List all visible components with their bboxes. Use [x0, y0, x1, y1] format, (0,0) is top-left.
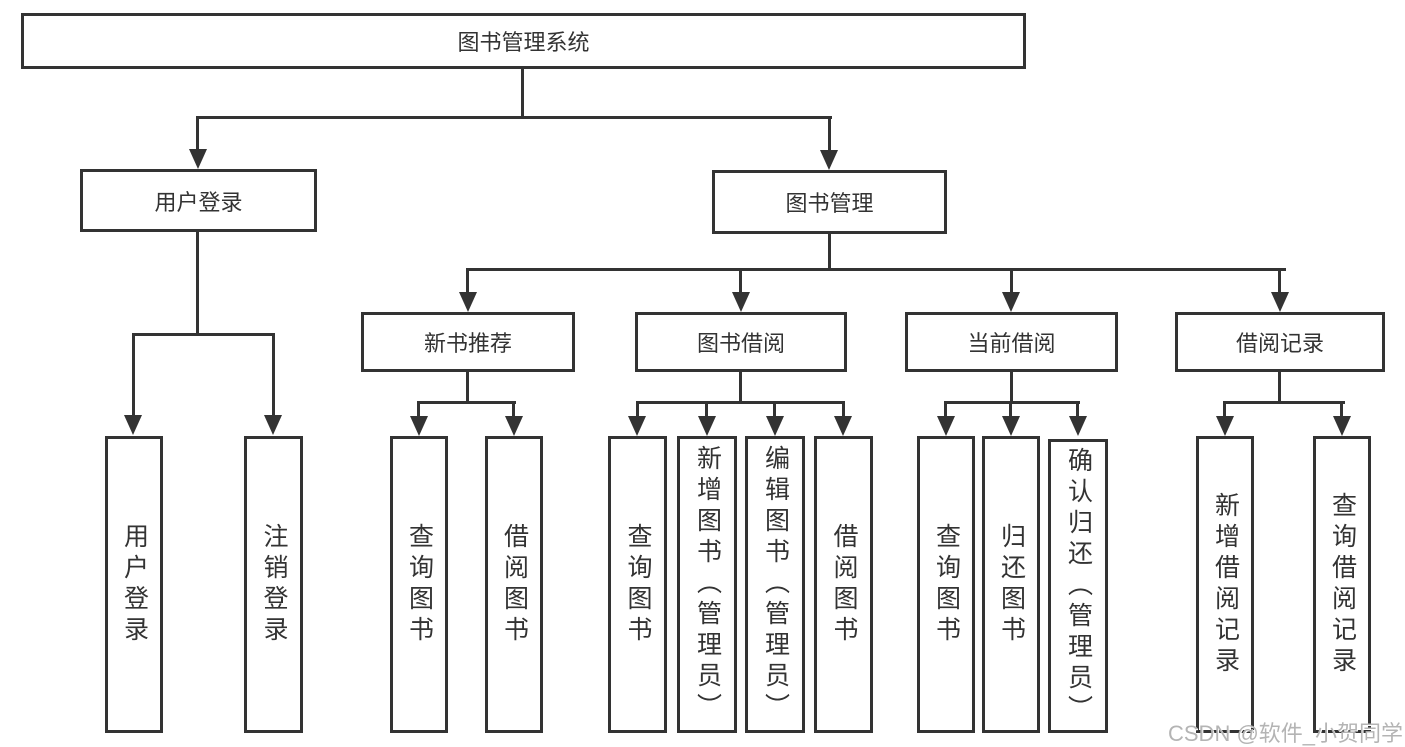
connector-level2-rail: [196, 116, 832, 119]
connector-user-stem: [196, 232, 199, 335]
connector-rail: [944, 401, 1080, 404]
leaf-edit-books-admin: 编辑图书（管理员）: [745, 436, 805, 733]
leaf-query-borrow-record: 查询借阅记录: [1313, 436, 1371, 733]
leaf-borrow-books-2: 借阅图书: [814, 436, 873, 733]
leaf-query-books-3: 查询图书: [917, 436, 975, 733]
leaf-query-books-2: 查询图书: [608, 436, 667, 733]
node-new-book-recommend: 新书推荐: [361, 312, 575, 372]
connector-drop: [1223, 401, 1226, 416]
connector-drop: [705, 401, 708, 416]
connector-rail: [1223, 401, 1345, 404]
node-library-system: 图书管理系统: [21, 13, 1026, 69]
connector-drop: [842, 401, 845, 416]
leaf-add-books-admin: 新增图书（管理员）: [677, 436, 737, 733]
connector-stem: [466, 372, 469, 403]
arrow-down-icon: [628, 416, 646, 436]
connector-mgmt-stem: [828, 234, 831, 271]
node-book-borrow: 图书借阅: [635, 312, 847, 372]
leaf-borrow-books-1: 借阅图书: [485, 436, 543, 733]
arrow-down-icon: [766, 416, 784, 436]
arrow-down-icon: [1002, 292, 1020, 312]
connector-drop: [739, 268, 742, 293]
leaf-add-borrow-record: 新增借阅记录: [1196, 436, 1254, 733]
arrow-down-icon: [937, 416, 955, 436]
node-borrow-record: 借阅记录: [1175, 312, 1385, 372]
leaf-user-login: 用户登录: [105, 436, 163, 733]
node-book-management: 图书管理: [712, 170, 947, 234]
connector-user-login-drop: [196, 116, 199, 150]
connector-rail: [636, 401, 845, 404]
connector-drop: [466, 268, 469, 293]
connector-drop: [636, 401, 639, 416]
leaf-return-books: 归还图书: [982, 436, 1040, 733]
connector-user-rail: [132, 333, 275, 336]
arrow-down-icon: [410, 416, 428, 436]
arrow-down-icon: [505, 416, 523, 436]
connector-level3-rail: [466, 268, 1286, 271]
arrow-down-icon: [1271, 292, 1289, 312]
connector-drop: [1340, 401, 1343, 416]
connector-book-mgmt-drop: [828, 116, 831, 151]
connector-stem: [1010, 372, 1013, 403]
connector-drop: [1009, 401, 1012, 416]
arrow-down-icon: [732, 292, 750, 312]
leaf-logout: 注销登录: [244, 436, 303, 733]
connector-stem: [1278, 372, 1281, 403]
leaf-confirm-return-admin: 确认归还（管理员）: [1048, 439, 1108, 733]
connector-root-stem: [521, 69, 524, 118]
watermark: CSDN @软件_小贺同学: [1168, 721, 1404, 746]
connector-rail: [417, 401, 516, 404]
arrow-down-icon: [459, 292, 477, 312]
connector-drop: [132, 333, 135, 415]
leaf-query-books-1: 查询图书: [390, 436, 448, 733]
arrow-down-icon: [1333, 416, 1351, 436]
arrow-down-icon: [1216, 416, 1234, 436]
arrow-down-icon: [698, 416, 716, 436]
node-user-login: 用户登录: [80, 169, 317, 232]
arrow-down-icon: [834, 416, 852, 436]
connector-stem: [739, 372, 742, 403]
connector-drop: [1076, 401, 1079, 416]
connector-drop: [272, 333, 275, 415]
arrow-down-icon: [820, 150, 838, 170]
connector-drop: [417, 401, 420, 416]
connector-drop: [944, 401, 947, 416]
node-current-borrow: 当前借阅: [905, 312, 1118, 372]
arrow-down-icon: [124, 415, 142, 435]
arrow-down-icon: [1002, 416, 1020, 436]
arrow-down-icon: [264, 415, 282, 435]
connector-drop: [512, 401, 515, 416]
connector-drop: [1010, 268, 1013, 293]
connector-drop: [773, 401, 776, 416]
arrow-down-icon: [1069, 416, 1087, 436]
arrow-down-icon: [189, 149, 207, 169]
connector-drop: [1278, 268, 1281, 293]
